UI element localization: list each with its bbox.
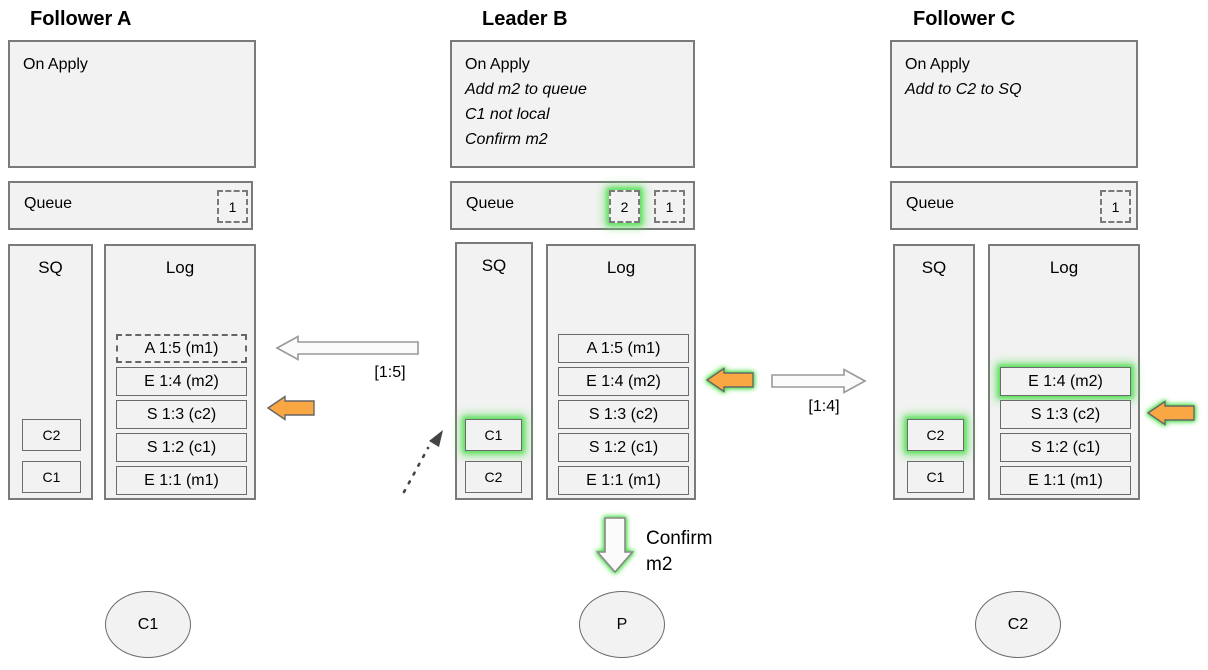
append-entries-a-range-label: [1:5] [374,364,406,381]
on-apply-label: On Apply [905,56,970,73]
on-apply-note: C1 not local [465,106,550,123]
append-entries-c-range-label: [1:4] [808,398,840,415]
log-entry: E 1:4 (m2) [558,367,689,396]
log-entry: S 1:3 (c2) [558,400,689,429]
log-entry: S 1:3 (c2) [116,400,247,429]
sq-label: SQ [38,258,63,277]
follower-a-sq-box: SQ C2 C1 [8,244,93,500]
append-entries-c-arrow [771,368,867,394]
confirm-m2-label: Confirm m2 [646,526,713,578]
follower-a-on-apply-box: On Apply [8,40,256,168]
proposer-p-node: P [579,591,665,658]
queue-item-2-highlighted: 2 [609,190,640,223]
queue-label: Queue [24,195,73,212]
log-entry-highlighted: E 1:4 (m2) [1000,367,1131,396]
leader-b-on-apply-box: On Apply Add m2 to queue C1 not local Co… [450,40,695,168]
leader-b-log-box: Log A 1:5 (m1) E 1:4 (m2) S 1:3 (c2) S 1… [546,244,696,500]
client-c2-node: C2 [975,591,1061,658]
follower-c-queue-box: Queue 1 [890,181,1138,230]
follower-a-title: Follower A [30,8,132,30]
sq-item-c1: C1 [907,461,964,493]
log-entry: S 1:2 (c1) [1000,433,1131,462]
log-entry: A 1:5 (m1) [558,334,689,363]
on-apply-label: On Apply [465,56,530,73]
follower-c-title: Follower C [913,8,1016,30]
apply-pointer-a-arrow [266,395,315,421]
append-entries-a-arrow [275,335,419,361]
sq-item-c1: C1 [22,461,81,493]
log-label: Log [165,258,195,277]
queue-item-1: 1 [654,190,685,223]
log-entry: S 1:3 (c2) [1000,400,1131,429]
apply-pointer-c-arrow [1146,400,1195,426]
log-entry: S 1:2 (c1) [558,433,689,462]
follower-a-queue-box: Queue 1 [8,181,253,230]
log-label: Log [606,258,636,277]
confirm-m2-arrow [595,517,635,574]
sq-item-c2: C2 [465,461,522,493]
sq-label: SQ [921,258,947,277]
on-apply-note: Add to C2 to SQ [905,81,1022,98]
log-entry: E 1:4 (m2) [116,367,247,396]
queue-item-1: 1 [217,190,248,223]
log-label: Log [1049,258,1079,277]
follower-a-log-box: Log A 1:5 (m1) E 1:4 (m2) S 1:3 (c2) S 1… [104,244,256,500]
confirm-label-line1: Confirm [646,528,713,549]
sq-label: SQ [481,256,507,275]
on-apply-label: On Apply [23,56,88,73]
follower-c-sq-box: SQ C2 C1 [893,244,975,500]
leader-b-queue-box: Queue 2 1 [450,181,695,230]
leader-b-title: Leader B [482,8,568,30]
follower-c-log-box: Log E 1:4 (m2) S 1:3 (c2) S 1:2 (c1) E 1… [988,244,1140,500]
sq-item-c2-highlighted: C2 [907,419,964,451]
on-apply-note: Add m2 to queue [465,81,587,98]
sq-c1-dotted-pointer-head [429,430,443,447]
confirm-label-line2: m2 [646,554,673,575]
queue-label: Queue [466,195,515,212]
log-entry: S 1:2 (c1) [116,433,247,462]
sq-item-c1-highlighted: C1 [465,419,522,451]
queue-item-1: 1 [1100,190,1131,223]
log-entry: E 1:1 (m1) [116,466,247,495]
queue-label: Queue [906,195,955,212]
log-entry: E 1:1 (m1) [558,466,689,495]
leader-b-sq-box: SQ C1 C2 [455,242,533,500]
sq-c1-dotted-pointer [402,446,430,494]
on-apply-note: Confirm m2 [465,131,548,148]
log-entry: E 1:1 (m1) [1000,466,1131,495]
client-c1-node: C1 [105,591,191,658]
follower-c-on-apply-box: On Apply Add to C2 to SQ [890,40,1138,168]
log-entry-uncommitted: A 1:5 (m1) [116,334,247,363]
apply-pointer-b-arrow [705,367,754,393]
sq-item-c2: C2 [22,419,81,451]
